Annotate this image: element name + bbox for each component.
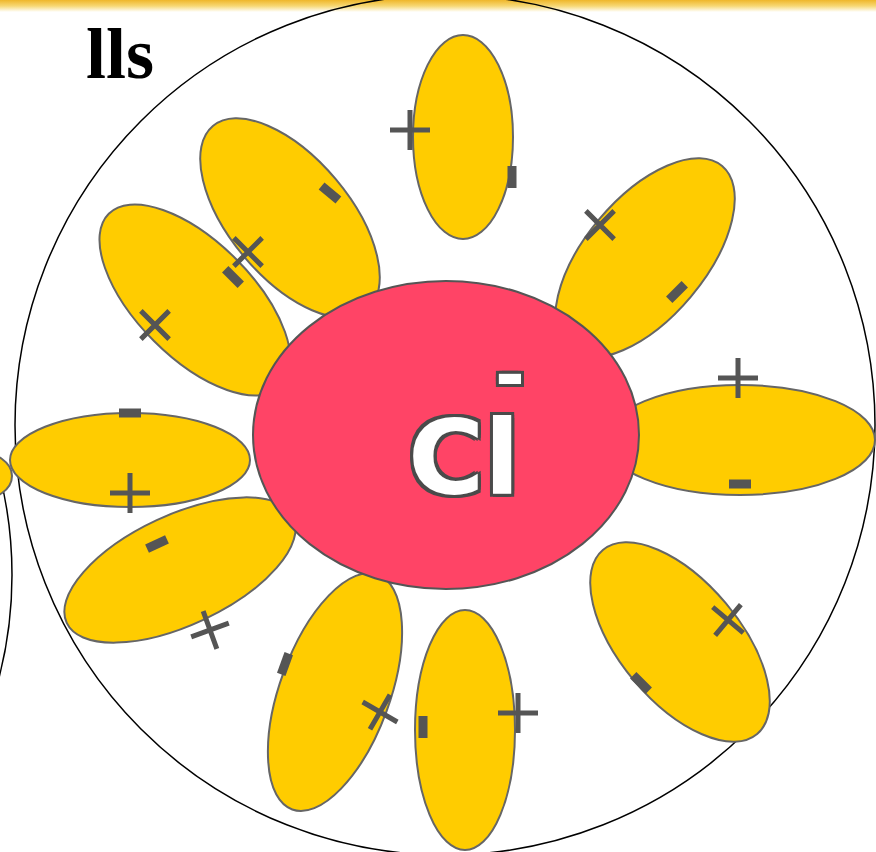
minus-sign [319, 182, 342, 203]
plus-sign [220, 224, 277, 281]
slide-title: lls [86, 18, 154, 90]
minus-sign [222, 266, 244, 288]
minus-sign [145, 535, 169, 552]
plus-sign [718, 358, 758, 398]
ion-symbol: Cl [408, 406, 520, 510]
water-molecule [415, 610, 515, 850]
plus-sign [498, 693, 538, 733]
header-band [0, 0, 876, 12]
minus-sign [508, 166, 517, 188]
minus-sign [119, 409, 141, 418]
ion-body [253, 281, 639, 589]
water-molecule [413, 35, 513, 239]
plus-sign [700, 592, 756, 648]
plus-sign [127, 297, 184, 354]
minus-sign [277, 652, 293, 676]
water-molecule [605, 385, 875, 495]
neighbor-shell [0, 163, 12, 852]
plus-sign [184, 604, 235, 655]
charge-sign: - [495, 338, 525, 410]
minus-sign [666, 281, 688, 303]
minus-sign [729, 480, 751, 489]
plus-sign [390, 110, 430, 150]
water-molecule [557, 512, 803, 773]
minus-sign [630, 672, 652, 694]
water-molecule [241, 556, 430, 829]
plus-sign [572, 197, 629, 254]
plus-sign [353, 685, 408, 740]
plus-sign [110, 473, 150, 513]
minus-sign [419, 716, 428, 738]
ion-ellipse: Cl- [252, 280, 640, 590]
